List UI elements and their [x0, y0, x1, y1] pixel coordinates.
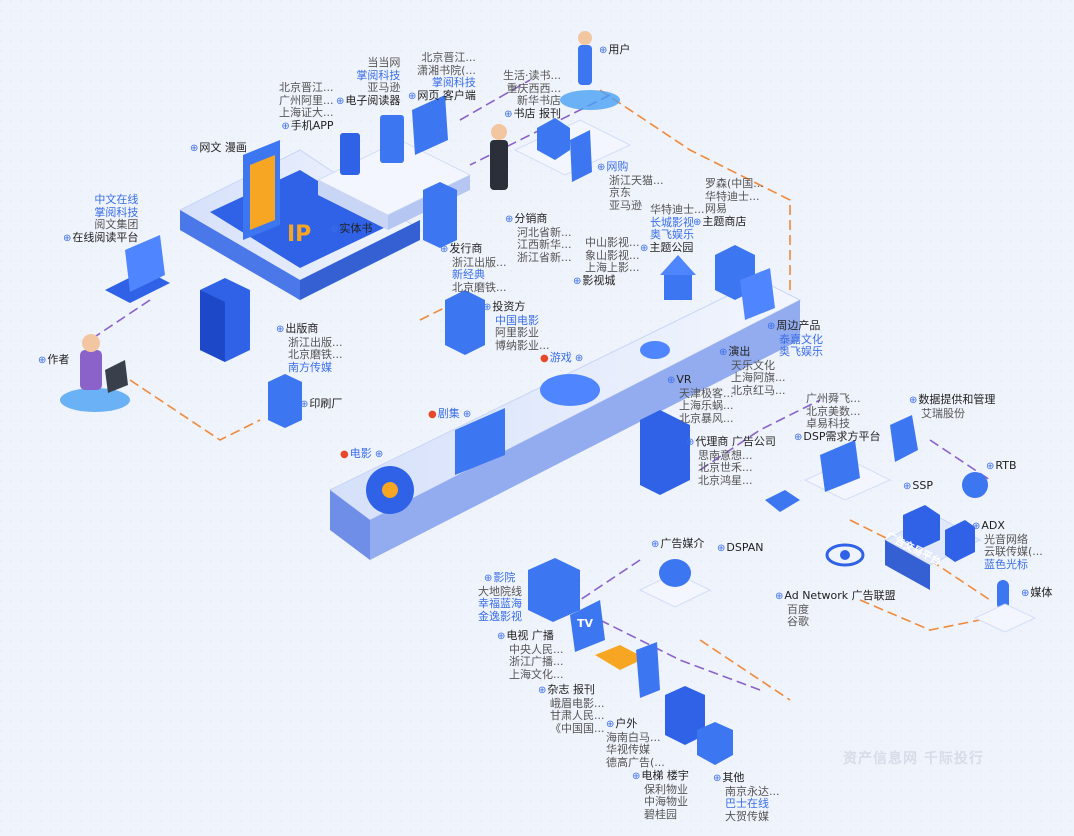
node-publisher-dist[interactable]: 发行商 浙江出版... 新经典 北京磨铁... [440, 242, 507, 294]
node-other[interactable]: 其他 南京永达... 巴士在线 大贺传媒 [713, 771, 780, 823]
node-movie[interactable]: 电影 [340, 447, 383, 462]
node-title: 数据提供和管理 [909, 393, 995, 406]
node-title: ADX [972, 519, 1005, 532]
node-title: 电视 广播 [497, 629, 554, 642]
node-title: 实体书 [330, 222, 372, 235]
node-dspan[interactable]: DSPAN [717, 541, 764, 556]
node-ad-media[interactable]: 广告媒介 [651, 537, 704, 552]
node-title: 影视城 [573, 274, 615, 287]
node-title: 影院 [484, 571, 515, 584]
node-tv[interactable]: 电视 广播 中央人民... 浙江广播... 上海文化... [497, 629, 564, 681]
node-title: VR [667, 373, 692, 386]
node-title: 印刷厂 [300, 397, 342, 410]
node-user[interactable]: 用户 [599, 43, 630, 58]
node-adx[interactable]: ADX 光音网络 云联传媒(... 蓝色光标 [972, 519, 1043, 571]
node-merch[interactable]: 周边产品 泰嘉文化 奥飞娱乐 [767, 319, 823, 359]
node-title: 代理商 广告公司 [686, 435, 776, 448]
node-game[interactable]: 游戏 [540, 351, 583, 366]
node-agency[interactable]: 代理商 广告公司 思南意想... 北京世禾... 北京鸿星... [686, 435, 776, 487]
node-title: 演出 [719, 345, 750, 358]
node-rtb[interactable]: RTB [986, 459, 1017, 474]
node-media[interactable]: 媒体 [1021, 586, 1052, 601]
node-title: 户外 [606, 717, 637, 730]
node-data-provider[interactable]: 数据提供和管理 艾瑞股份 [909, 393, 995, 420]
node-title: 网页 客户端 [408, 89, 476, 102]
node-author[interactable]: 作者 [38, 353, 69, 368]
node-title: 书店 报刊 [504, 107, 561, 120]
ip-mark: IP [287, 222, 312, 247]
node-physical-book[interactable]: 实体书 [330, 222, 372, 237]
node-printer[interactable]: 印刷厂 [300, 397, 342, 412]
node-vr[interactable]: VR 天津极客... 上海乐蜗... 北京暴风... [667, 373, 734, 425]
node-dsp[interactable]: 广州舜飞... 北京美数... 卓易科技 DSP需求方平台 [794, 392, 880, 444]
node-title: 在线阅读平台 [63, 231, 138, 244]
node-investor[interactable]: 投资方 中国电影 阿里影业 博纳影业... [483, 300, 550, 352]
node-title: 周边产品 [767, 319, 820, 332]
node-theme-park[interactable]: 华特迪士... 长城影视 奥飞娱乐 主题公园 [640, 203, 705, 255]
node-magazine[interactable]: 杂志 报刊 峨眉电影... 甘肃人民... 《中国国... [538, 683, 605, 735]
node-title: 网购 [597, 160, 628, 173]
node-ssp[interactable]: SSP [903, 479, 933, 494]
node-title: 杂志 报刊 [538, 683, 595, 696]
node-eshop[interactable]: 网购 浙江天猫... 京东 亚马逊 [597, 160, 664, 212]
node-bookstore[interactable]: 生活·读书... 重庆西西... 新华书店 书店 报刊 [503, 69, 561, 121]
node-webnovel[interactable]: 网文 漫画 [190, 141, 247, 156]
node-mobile-app[interactable]: 北京晋江... 广州阿里... 上海证大... 手机APP [279, 81, 334, 133]
node-title: 剧集 [428, 407, 471, 420]
node-title: 媒体 [1021, 586, 1052, 599]
node-title: DSP需求方平台 [794, 430, 880, 443]
node-performance[interactable]: 演出 天乐文化 上海阿旗... 北京红马... [719, 345, 786, 397]
node-distributor[interactable]: 分销商 河北省新... 江西新华... 浙江省新... [505, 212, 572, 264]
node-title: 主题公园 [640, 241, 693, 254]
node-web-client[interactable]: 北京晋江... 潇湘书院(... 掌阅科技 网页 客户端 [408, 51, 476, 103]
watermark: 资产信息网 千际投行 [843, 751, 984, 767]
node-title: 其他 [713, 771, 744, 784]
node-title: 主题商店 [693, 215, 746, 228]
node-title: 电影 [340, 447, 383, 460]
node-title: 分销商 [505, 212, 547, 225]
node-title: 广告媒介 [651, 537, 704, 550]
node-title: Ad Network 广告联盟 [775, 589, 896, 602]
node-drama[interactable]: 剧集 [428, 407, 471, 422]
node-ad-network[interactable]: Ad Network 广告联盟 百度 谷歌 [775, 589, 896, 629]
tv-mark: TV [577, 617, 594, 630]
node-title: 投资方 [483, 300, 525, 313]
node-title: 发行商 [440, 242, 482, 255]
node-ereader[interactable]: 当当网 掌阅科技 亚马逊 电子阅读器 [336, 56, 400, 108]
node-film-city[interactable]: 中山影视... 象山影视... 上海上影... 影视城 [573, 236, 640, 288]
node-title: 电梯 楼宇 [632, 769, 689, 782]
node-title: 游戏 [540, 351, 583, 364]
node-title: 出版商 [276, 322, 318, 335]
node-outdoor[interactable]: 户外 海南白马... 华视传媒 德高广告(... [606, 717, 665, 769]
node-theme-store[interactable]: 罗森(中国... 华特迪士... 网易 主题商店 [693, 177, 764, 229]
node-title: 作者 [38, 353, 69, 366]
node-cinema[interactable]: 影院 大地院线 幸福蓝海 金逸影视 [478, 571, 522, 623]
node-title: RTB [986, 459, 1017, 472]
node-publisher[interactable]: 出版商 浙江出版... 北京磨铁... 南方传媒 [276, 322, 343, 374]
node-title: 网文 漫画 [190, 141, 247, 154]
node-title: 用户 [599, 43, 630, 56]
node-elevator[interactable]: 电梯 楼宇 保利物业 中海物业 碧桂园 [632, 769, 689, 821]
node-title: 手机APP [281, 119, 333, 132]
node-title: SSP [903, 479, 933, 492]
node-title: 电子阅读器 [336, 94, 400, 107]
node-title: DSPAN [717, 541, 764, 554]
node-online-platform[interactable]: 中文在线 掌阅科技 阅文集团 在线阅读平台 [63, 193, 138, 245]
